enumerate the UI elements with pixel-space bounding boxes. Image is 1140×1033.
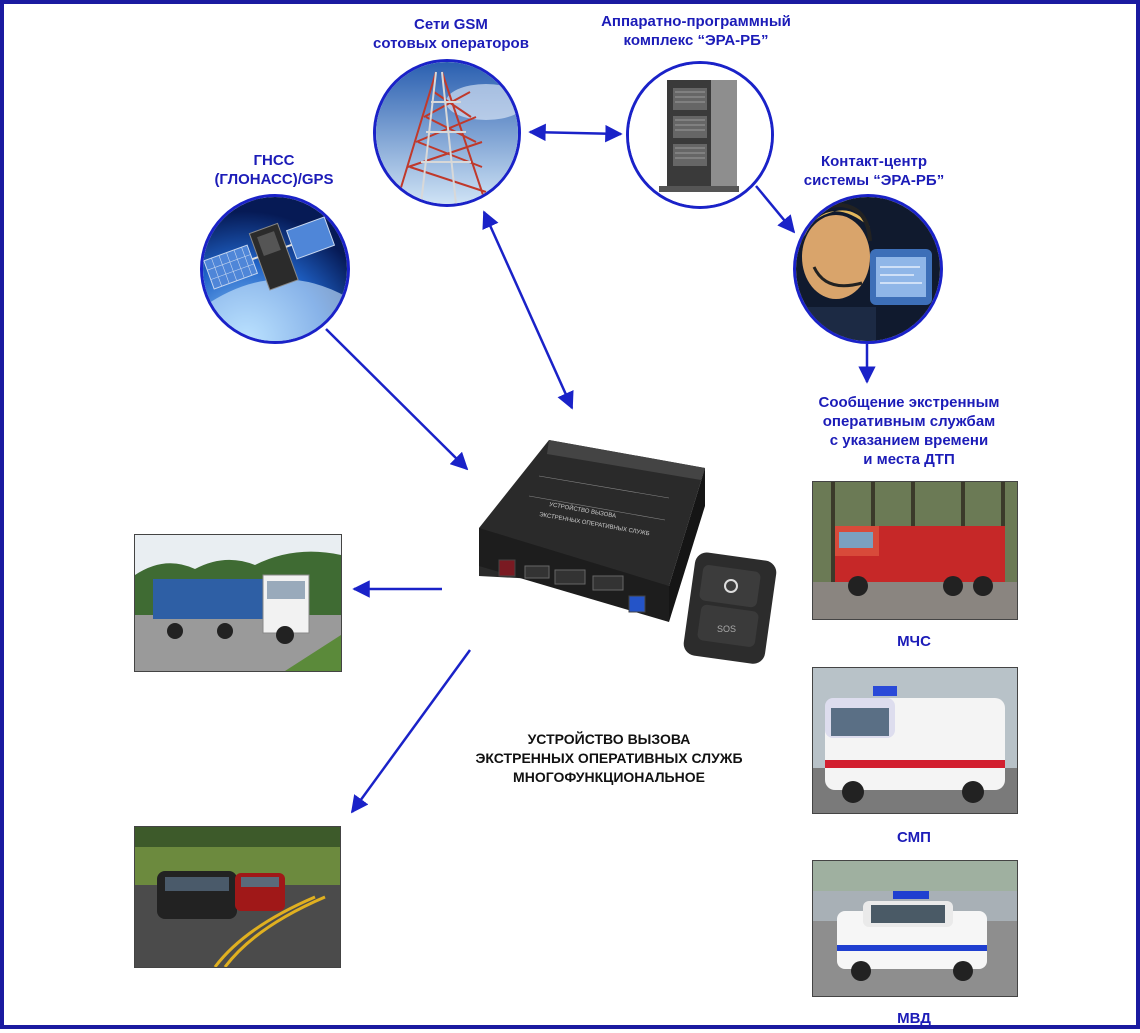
truck-image: [135, 535, 341, 671]
contact-label: Контакт-центр системы “ЭРА-РБ”: [779, 152, 969, 190]
fire-truck-photo: [812, 481, 1018, 620]
gnss-label: ГНСС (ГЛОНАСС)/GPS: [189, 151, 359, 189]
police-car-image: [813, 861, 1017, 996]
ambulance-photo: [812, 667, 1018, 814]
satellite-image: [203, 197, 347, 341]
message-label-line2: оперативным службам: [794, 412, 1024, 431]
gnss-label-line1: ГНСС: [189, 151, 359, 170]
svg-text:SOS: SOS: [717, 624, 736, 634]
message-label-line3: с указанием времени: [794, 431, 1024, 450]
smp-label: СМП: [864, 828, 964, 847]
arrow-gsm-device: [484, 212, 572, 408]
contact-center-circle: [793, 194, 943, 344]
police-car-photo: [812, 860, 1018, 997]
fire-truck-image: [813, 482, 1017, 619]
device-image: УСТРОЙСТВО ВЫЗОВА ЭКСТРЕННЫХ ОПЕРАТИВНЫХ…: [469, 436, 779, 666]
mchs-label: МЧС: [864, 632, 964, 651]
cars-image: [135, 827, 340, 967]
arrow-gnss-device: [326, 329, 467, 469]
server-circle: [626, 61, 774, 209]
device-caption-line1: УСТРОЙСТВО ВЫЗОВА: [424, 730, 794, 749]
emergency-call-device: УСТРОЙСТВО ВЫЗОВА ЭКСТРЕННЫХ ОПЕРАТИВНЫХ…: [469, 436, 779, 666]
operator-image: [796, 197, 940, 341]
gsm-tower-circle: [373, 59, 521, 207]
mvd-label: МВД: [864, 1009, 964, 1028]
contact-label-line2: системы “ЭРА-РБ”: [779, 171, 969, 190]
device-caption-line2: ЭКСТРЕННЫХ ОПЕРАТИВНЫХ СЛУЖБ: [424, 749, 794, 768]
ambulance-image: [813, 668, 1017, 813]
contact-label-line1: Контакт-центр: [779, 152, 969, 171]
cars-photo: [134, 826, 341, 968]
satellite-circle: [200, 194, 350, 344]
gnss-label-line2: (ГЛОНАСС)/GPS: [189, 170, 359, 189]
truck-photo: [134, 534, 342, 672]
hpk-label-line1: Аппаратно-программный: [576, 12, 816, 31]
gsm-label-line1: Сети GSM: [356, 15, 546, 34]
hpk-label: Аппаратно-программный комплекс “ЭРА-РБ”: [576, 12, 816, 50]
hpk-label-line2: комплекс “ЭРА-РБ”: [576, 31, 816, 50]
device-caption: УСТРОЙСТВО ВЫЗОВА ЭКСТРЕННЫХ ОПЕРАТИВНЫХ…: [424, 730, 794, 787]
server-image: [629, 64, 771, 206]
arrow-gsm-hpk: [530, 132, 621, 134]
gsm-tower-image: [376, 62, 518, 204]
message-label-line1: Сообщение экстренным: [794, 393, 1024, 412]
gsm-label: Сети GSM сотовых операторов: [356, 15, 546, 53]
gsm-label-line2: сотовых операторов: [356, 34, 546, 53]
message-label: Сообщение экстренным оперативным службам…: [794, 393, 1024, 469]
arrow-hpk-contact: [756, 186, 794, 232]
message-label-line4: и места ДТП: [794, 450, 1024, 469]
device-caption-line3: МНОГОФУНКЦИОНАЛЬНОЕ: [424, 768, 794, 787]
